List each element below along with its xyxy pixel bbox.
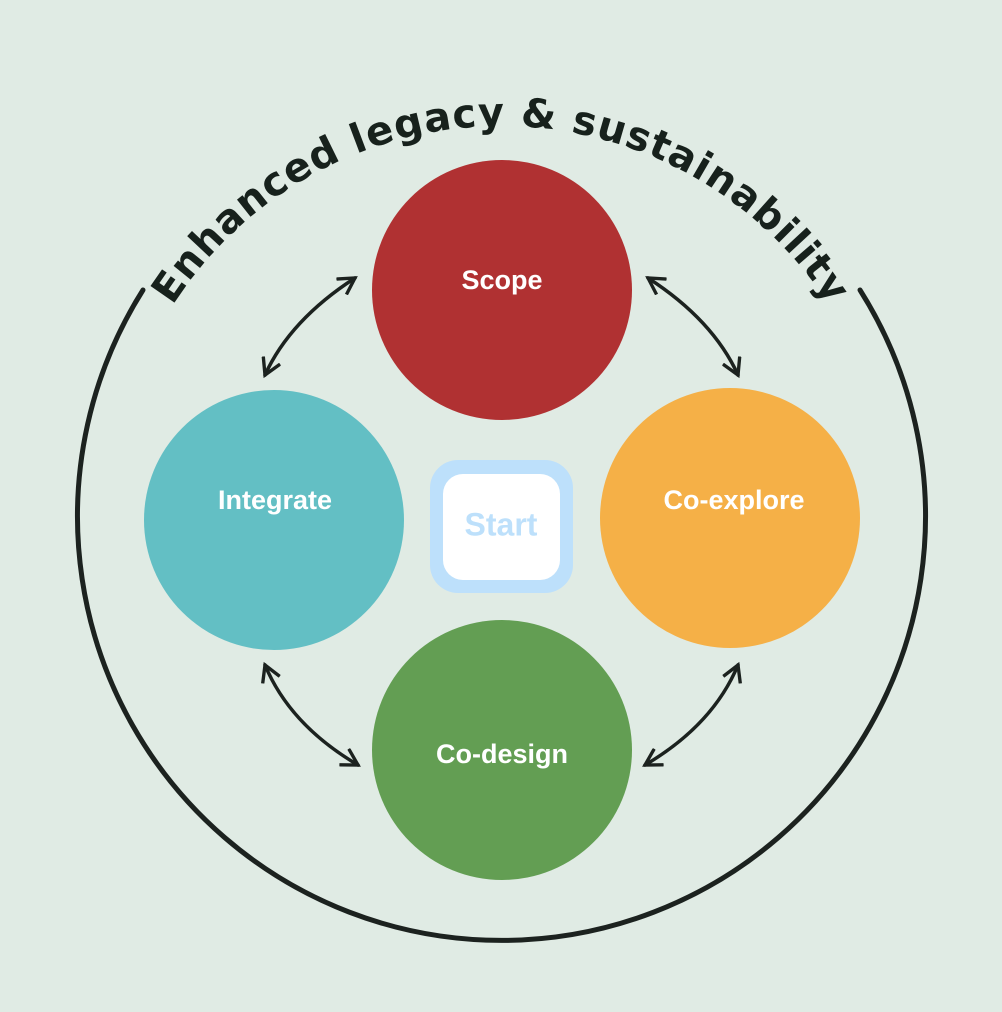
arrow-integrate-codesign xyxy=(265,665,358,767)
integrate-circle xyxy=(144,390,404,650)
start-label: Start xyxy=(465,506,538,542)
arrow-scope-integrate xyxy=(265,278,355,375)
integrate-label: Integrate xyxy=(218,485,332,515)
stage-co-design[interactable]: Co-design xyxy=(372,620,632,880)
co-design-circle xyxy=(372,620,632,880)
arrow-scope-coexplore xyxy=(648,278,738,375)
stage-co-explore[interactable]: Co-explore xyxy=(600,388,860,648)
co-explore-circle xyxy=(600,388,860,648)
arrows xyxy=(265,278,738,767)
co-design-label: Co-design xyxy=(436,739,568,769)
co-explore-label: Co-explore xyxy=(663,485,804,515)
scope-circle xyxy=(372,160,632,420)
start-box xyxy=(443,474,560,580)
outer-arc xyxy=(75,287,928,943)
stage-integrate[interactable]: Integrate xyxy=(144,390,404,650)
arrow-coexplore-codesign xyxy=(645,665,738,767)
scope-label: Scope xyxy=(461,265,542,295)
stage-scope[interactable]: Scope xyxy=(372,160,632,420)
start-button[interactable]: Start xyxy=(430,460,573,593)
